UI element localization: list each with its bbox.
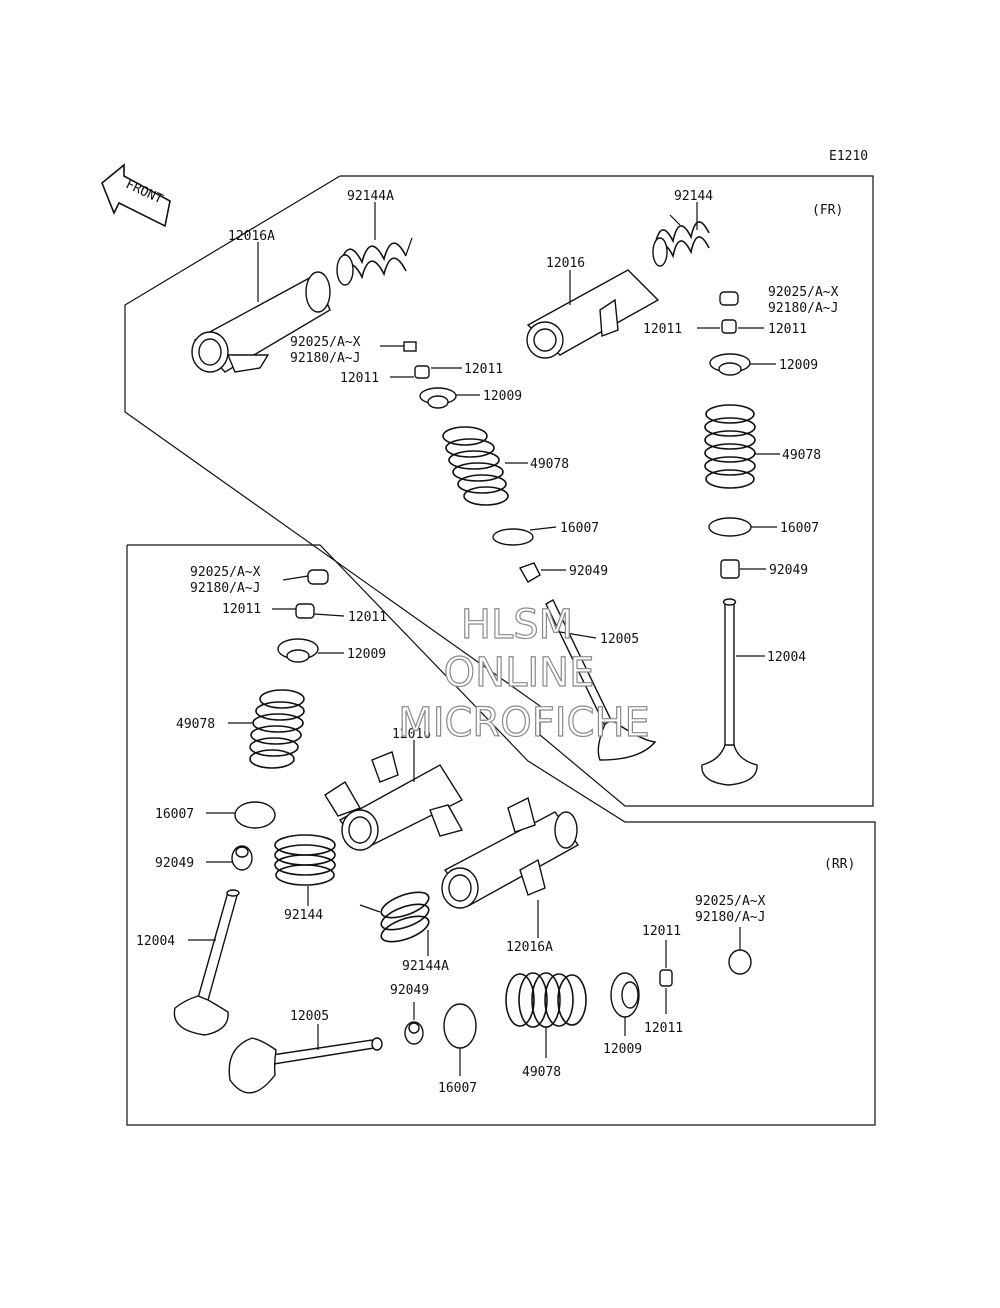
- valve-12004-rear: [173, 889, 240, 1036]
- label-92025-rear-right: 92025/A~X: [695, 894, 766, 909]
- rocker-arm-12016-front: [526, 269, 660, 359]
- label-12011a-rear-left: 12011: [222, 602, 261, 617]
- keeper-12011-front-right: [721, 319, 737, 334]
- seat-16007-front-left: [492, 528, 534, 546]
- rocker-arm-12016A-front: [191, 271, 331, 373]
- label-12011a-rear-right: 12011: [642, 924, 681, 939]
- watermark-line2: ONLINE: [444, 650, 595, 696]
- label-12009-front-left: 12009: [483, 389, 522, 404]
- rear-section-frame: [126, 544, 876, 1126]
- valve-12004-front: [701, 598, 758, 786]
- label-12011b-rear-left: 12011: [348, 610, 387, 625]
- keeper-12011-rear-left: [295, 603, 315, 619]
- label-12016-front: 12016: [546, 256, 585, 271]
- label-12009-front-right: 12009: [779, 358, 818, 373]
- label-12016A-rear: 12016A: [506, 940, 553, 955]
- seal-92049-rear-bottom: [404, 1021, 424, 1045]
- valve-spring-49078-front-left: [442, 426, 509, 506]
- watermark-line3: MICROFICHE: [398, 700, 650, 746]
- label-92144A-front: 92144A: [347, 189, 394, 204]
- rocker-arm-12016-rear: [324, 751, 464, 851]
- retainer-12009-rear-left: [277, 638, 319, 663]
- shim-92025-rear-left: [307, 569, 329, 585]
- seat-16007-rear-bottom: [443, 1003, 477, 1049]
- valve-spring-49078-rear-left: [249, 689, 305, 769]
- valve-spring-49078-rear-bottom: [505, 972, 587, 1028]
- retainer-12009-front-left: [419, 387, 457, 409]
- label-92180-front-left: 92180/A~J: [290, 351, 360, 366]
- section-label-front: (FR): [812, 203, 843, 218]
- seal-92049-front-left: [518, 562, 541, 583]
- label-12005-front: 12005: [600, 632, 639, 647]
- rocker-spring-92144-rear: [274, 834, 336, 886]
- valve-12005-rear: [228, 1037, 383, 1094]
- label-12011a-front-left: 12011: [464, 362, 503, 377]
- rocker-arm-12016A-rear: [441, 796, 580, 909]
- seal-92049-front-right: [720, 559, 740, 579]
- retainer-12009-front-right: [709, 353, 751, 376]
- watermark-line1: HLSM: [461, 602, 573, 648]
- label-12016-rear: 12016: [392, 727, 431, 742]
- shim-92025-front-right: [719, 291, 739, 306]
- label-16007-front-left: 16007: [560, 521, 599, 536]
- label-92049-front-left: 92049: [569, 564, 608, 579]
- label-12009-rear-right: 12009: [603, 1042, 642, 1057]
- label-12004-front: 12004: [767, 650, 806, 665]
- rocker-spring-92144-front: [652, 214, 710, 267]
- label-12011b-rear-right: 12011: [644, 1021, 683, 1036]
- label-49078-front-left: 49078: [530, 457, 569, 472]
- label-12011b-front-right: 12011: [768, 322, 807, 337]
- label-92144A-rear: 92144A: [402, 959, 449, 974]
- label-12011a-front-right: 12011: [643, 322, 682, 337]
- seal-92049-rear-left: [231, 845, 253, 871]
- label-92144-front: 92144: [674, 189, 713, 204]
- label-49078-rear-bottom: 49078: [522, 1065, 561, 1080]
- label-12016A-front: 12016A: [228, 229, 275, 244]
- front-arrow-icon: FRONT: [101, 163, 171, 228]
- seat-16007-front-right: [708, 517, 752, 537]
- label-12004-rear: 12004: [136, 934, 175, 949]
- label-12005-rear: 12005: [290, 1009, 329, 1024]
- label-92049-front-right: 92049: [769, 563, 808, 578]
- label-92180-rear-left: 92180/A~J: [190, 581, 260, 596]
- section-label-rear: (RR): [824, 857, 855, 872]
- retainer-12009-rear-right: [610, 972, 640, 1018]
- valve-spring-49078-front-right: [704, 404, 756, 489]
- seat-16007-rear-left: [234, 801, 276, 829]
- label-12011b-front-left: 12011: [340, 371, 379, 386]
- diagram-code: E1210: [829, 149, 868, 164]
- label-16007-front-right: 16007: [780, 521, 819, 536]
- label-49078-rear-left: 49078: [176, 717, 215, 732]
- label-16007-rear-bottom: 16007: [438, 1081, 477, 1096]
- rocker-spring-92144A-rear: [359, 891, 430, 943]
- valve-12005-front: [545, 599, 657, 761]
- label-49078-front-right: 49078: [782, 448, 821, 463]
- label-92025-front-right: 92025/A~X: [768, 285, 839, 300]
- watermark: HLSM ONLINE MICROFICHE: [398, 601, 651, 746]
- label-92025-rear-left: 92025/A~X: [190, 565, 261, 580]
- rocker-spring-92144A-front: [336, 237, 413, 286]
- label-92144-rear: 92144: [284, 908, 323, 923]
- keeper-12011-front-left: [414, 365, 430, 379]
- front-section-frame: [124, 175, 874, 807]
- label-92049-rear-bottom: 92049: [390, 983, 429, 998]
- shim-92025-rear-right: [728, 949, 752, 975]
- label-12009-rear-left: 12009: [347, 647, 386, 662]
- label-92049-rear-left: 92049: [155, 856, 194, 871]
- keeper-12011-rear-right: [659, 969, 673, 987]
- label-92180-rear-right: 92180/A~J: [695, 910, 765, 925]
- shim-92025-front-left: [403, 341, 417, 352]
- label-16007-rear-left: 16007: [155, 807, 194, 822]
- label-92025-front-left: 92025/A~X: [290, 335, 361, 350]
- label-92180-front-right: 92180/A~J: [768, 301, 838, 316]
